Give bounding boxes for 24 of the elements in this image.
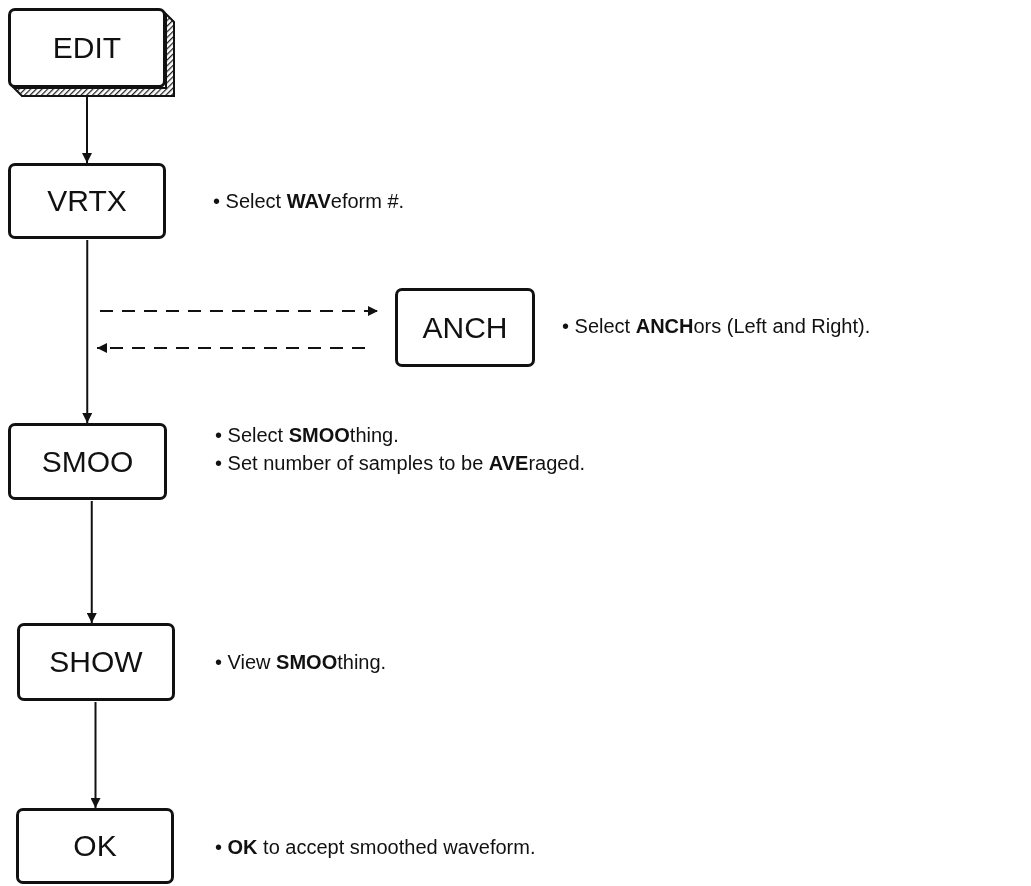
process-box: [8, 163, 166, 239]
bullet-note: • Select SMOOthing.: [215, 424, 399, 447]
process-box: [8, 8, 166, 88]
arrow: [86, 500, 97, 624]
process-box: [8, 423, 167, 500]
process-box: [16, 808, 174, 884]
box-label: ANCH: [422, 310, 508, 345]
box-label: OK: [73, 829, 117, 863]
bullet-note: • Select WAVeform #.: [213, 190, 405, 213]
arrow: [90, 701, 101, 809]
bullet-note: • OK to accept smoothed waveform.: [215, 836, 536, 859]
process-box: [395, 288, 535, 367]
box-label: EDIT: [52, 31, 122, 65]
arrow: [82, 95, 92, 164]
bullet-note: • View SMOOthing.: [215, 651, 387, 674]
box-label: VRTX: [47, 184, 127, 218]
bullet-note: • Set number of samples to be AVEraged.: [215, 452, 586, 475]
box-label: SMOO: [41, 444, 134, 479]
dashed-arrow: [99, 306, 379, 316]
process-box: [17, 623, 175, 701]
dashed-arrow: [96, 343, 366, 353]
arrow: [82, 239, 93, 424]
box-label: SHOW: [49, 645, 143, 679]
bullet-note: • Select ANCHors (Left and Right).: [562, 315, 871, 338]
